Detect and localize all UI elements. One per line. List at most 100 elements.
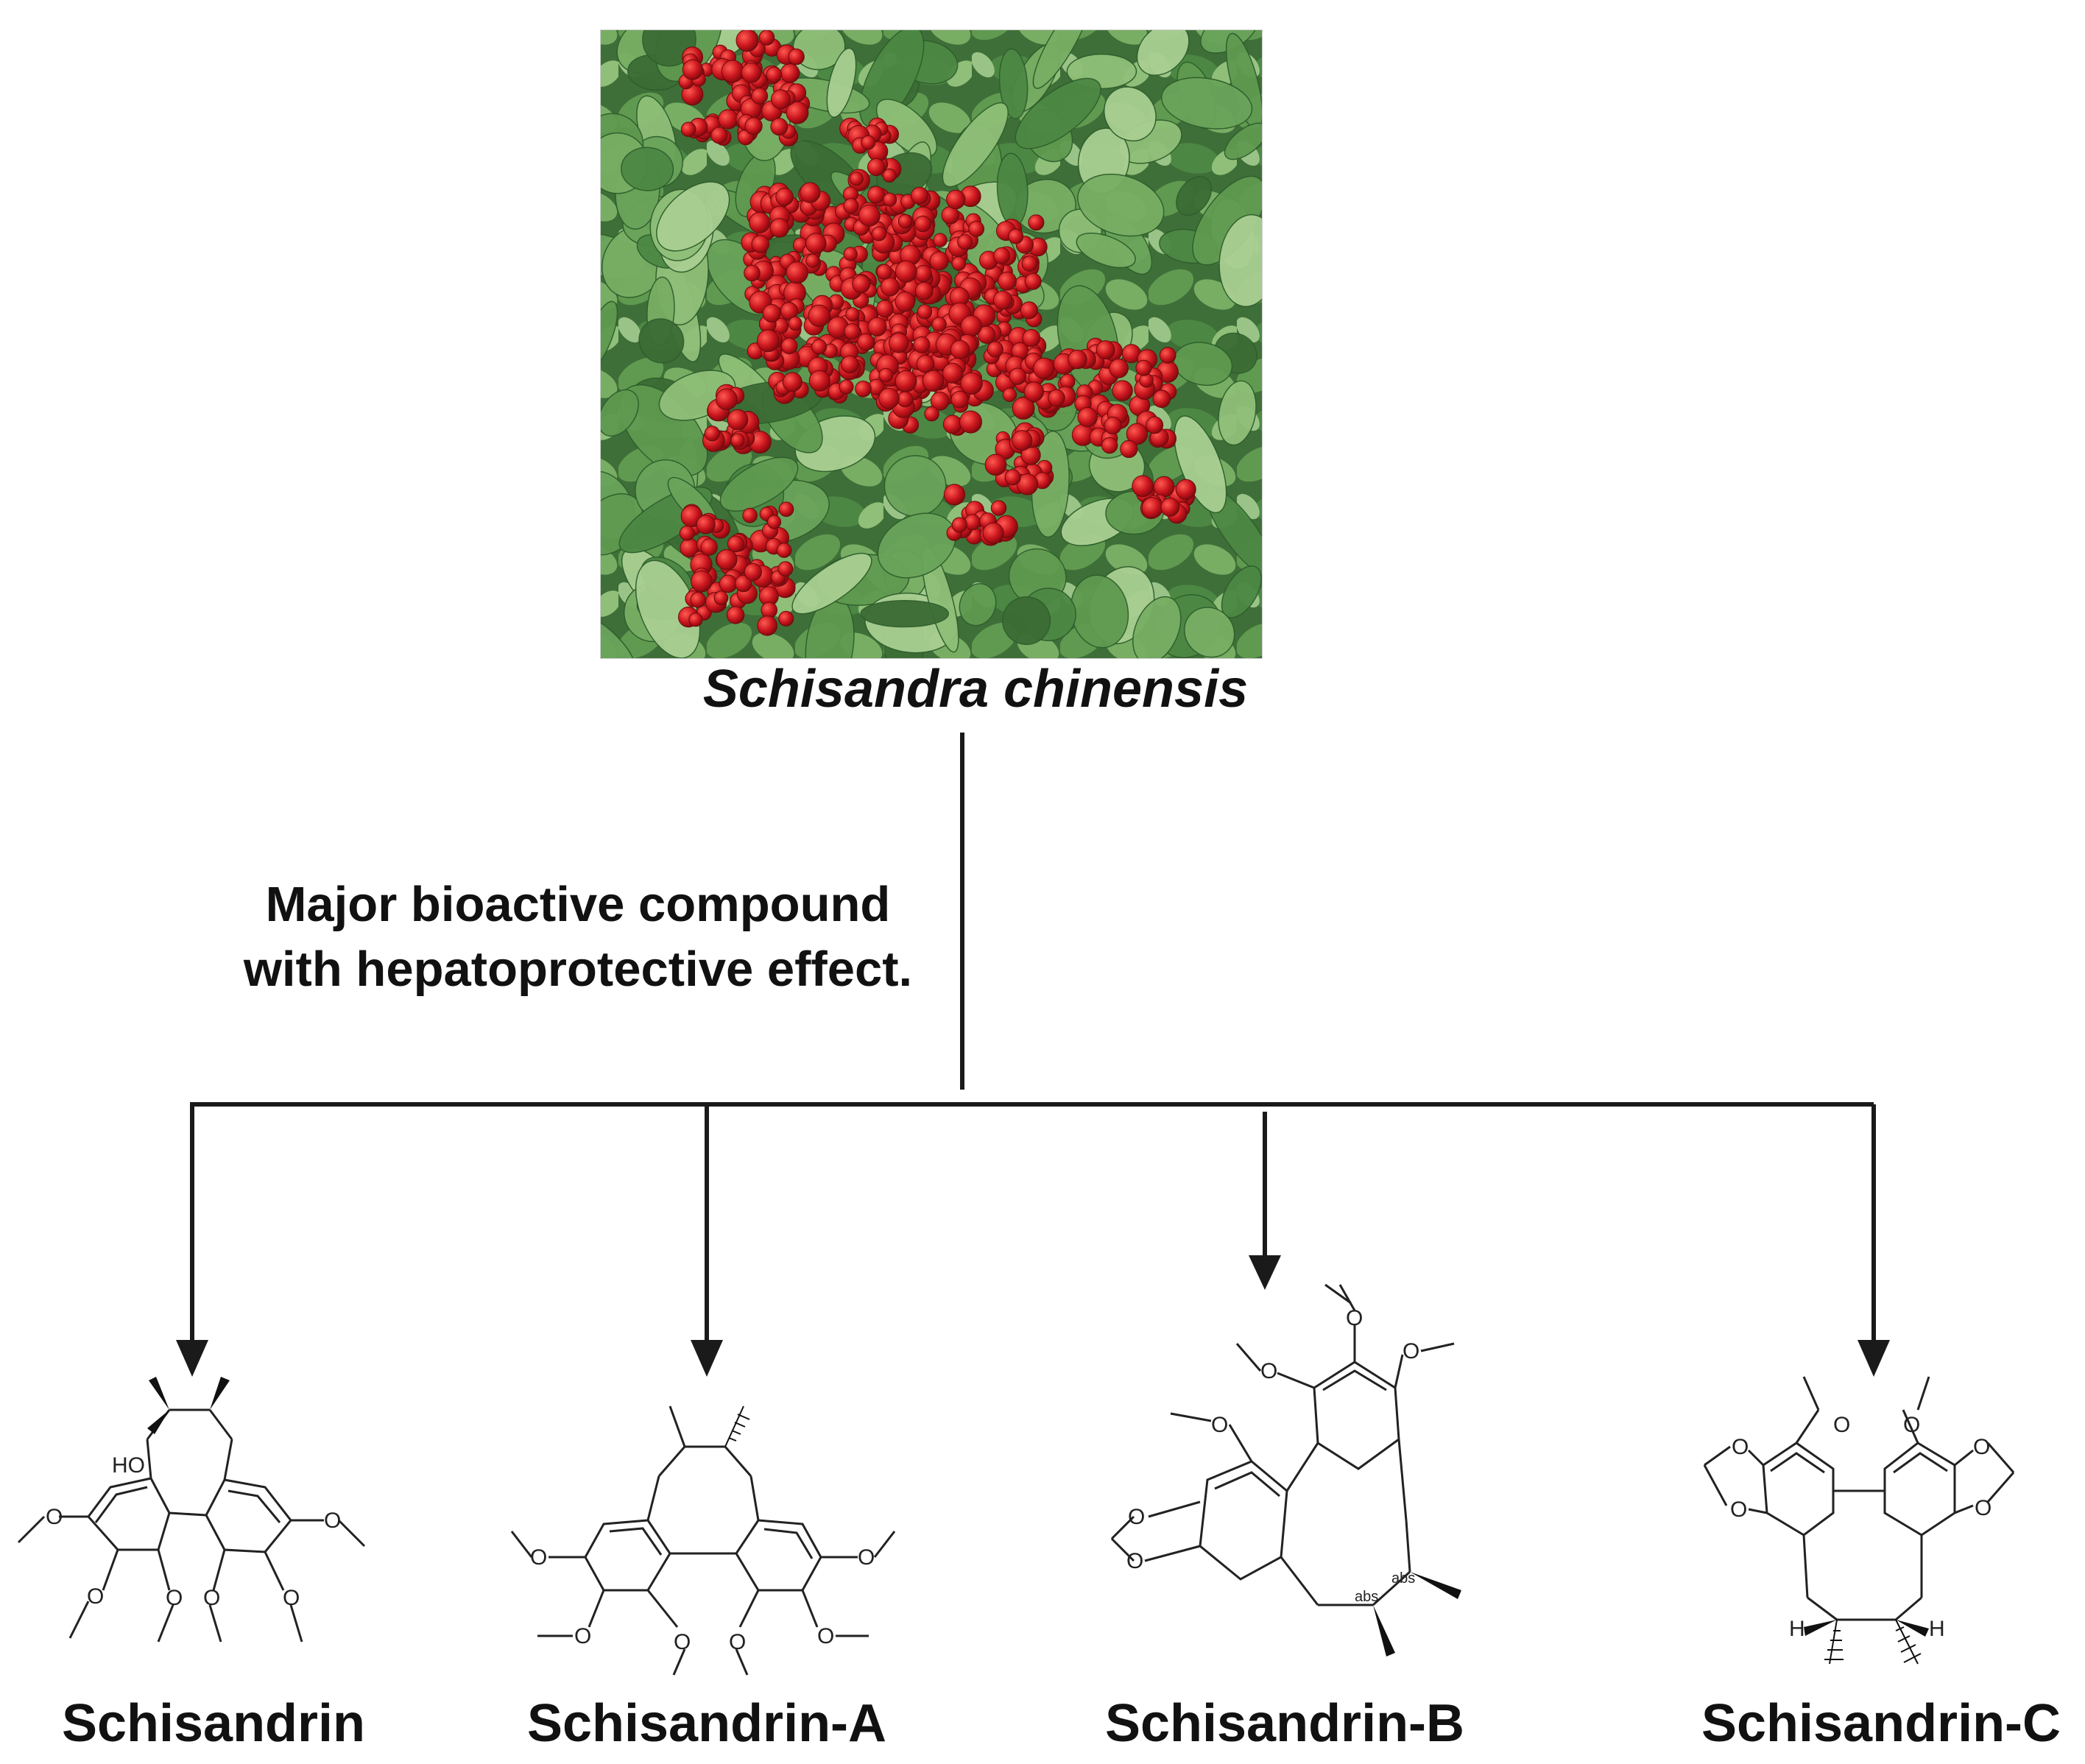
berry — [766, 66, 783, 83]
berry — [679, 525, 695, 541]
berry — [1077, 407, 1098, 428]
berry — [1109, 359, 1129, 378]
stereo-label: abs — [1391, 1570, 1415, 1587]
berry — [950, 339, 970, 360]
berry — [769, 218, 790, 238]
berry — [1024, 272, 1042, 290]
leaf — [1076, 232, 1136, 269]
berry — [933, 233, 948, 247]
schisandrin-c-structure — [1703, 1376, 2015, 1621]
berry — [688, 613, 703, 627]
berry — [719, 574, 738, 593]
berry — [1020, 301, 1039, 320]
berry — [749, 211, 771, 233]
berry — [1120, 440, 1138, 459]
berry — [855, 381, 872, 398]
berry — [992, 290, 1012, 310]
berry — [943, 484, 966, 506]
berry — [990, 500, 1007, 516]
berry — [730, 433, 745, 448]
stereo-label: abs — [1355, 1589, 1378, 1605]
berry — [1159, 347, 1176, 364]
leaf — [600, 613, 637, 659]
berry — [1132, 475, 1154, 498]
oxygen-label: O — [1211, 1413, 1228, 1437]
berry — [1048, 389, 1065, 407]
berry — [721, 60, 744, 83]
berry — [758, 29, 775, 46]
leaf — [638, 318, 685, 364]
berry — [951, 256, 967, 271]
oxygen-label: O — [1975, 1496, 1991, 1520]
berry — [1021, 255, 1038, 272]
berry — [716, 548, 738, 571]
oxygen-label: O — [1732, 1435, 1749, 1459]
berry — [1135, 359, 1152, 376]
berry — [780, 302, 799, 320]
leaf — [791, 552, 872, 615]
connector-lines — [190, 733, 1874, 1107]
leaf — [826, 47, 857, 118]
berry — [993, 247, 1011, 264]
berry — [744, 562, 762, 582]
berry — [680, 121, 696, 137]
leaf — [859, 29, 925, 128]
berry — [1141, 497, 1163, 519]
berry — [897, 214, 913, 229]
oxygen-label: O — [1128, 1505, 1145, 1529]
leaf — [1002, 596, 1051, 646]
oxygen-label: O — [817, 1624, 834, 1648]
berry — [805, 233, 827, 254]
berry — [950, 390, 969, 409]
oxygen-label: O — [1973, 1435, 1990, 1459]
oxygen-label: O — [858, 1545, 875, 1570]
schisandrin-b-structure — [1110, 1283, 1455, 1606]
compound-name-schisandrin: Schisandrin — [61, 1694, 366, 1753]
berry — [946, 189, 966, 210]
berry — [849, 172, 864, 186]
arrowhead-icon — [1858, 1340, 1890, 1377]
leaf — [1103, 86, 1157, 142]
berry — [998, 271, 1017, 291]
leaf — [942, 102, 1009, 188]
berry — [844, 323, 861, 340]
berry — [727, 535, 744, 553]
berry — [968, 221, 984, 237]
oxygen-label: O — [324, 1509, 341, 1533]
berry — [922, 370, 945, 392]
berry — [1022, 328, 1041, 347]
leaf — [1176, 176, 1213, 216]
berry — [960, 315, 982, 337]
berry — [1153, 476, 1175, 498]
berry — [751, 235, 770, 253]
leaf — [719, 456, 799, 512]
berry — [1152, 389, 1171, 409]
leaf — [1132, 596, 1182, 659]
berry — [778, 610, 794, 627]
berry — [744, 264, 761, 282]
leaf — [1174, 415, 1227, 514]
berry — [704, 426, 720, 442]
berry — [808, 304, 830, 328]
berry — [878, 367, 894, 383]
berry-shrub-photo — [600, 29, 1263, 659]
berry — [780, 337, 798, 355]
leaf — [600, 389, 639, 437]
annotation-text: Major bioactive compound with hepatoprot… — [206, 872, 950, 1002]
berry — [858, 204, 881, 227]
oxygen-label: O — [1126, 1549, 1143, 1573]
oxygen-label: O — [283, 1586, 300, 1610]
berry — [742, 507, 758, 523]
berry — [942, 362, 963, 384]
leaf — [998, 48, 1029, 119]
berry — [839, 379, 854, 395]
berry — [982, 522, 1004, 544]
leaf — [656, 181, 730, 252]
oxygen-label: O — [1730, 1497, 1747, 1522]
berry — [1016, 473, 1039, 495]
leaf — [621, 147, 674, 191]
berry — [696, 515, 716, 535]
berry — [690, 592, 706, 608]
berry — [800, 182, 821, 203]
schisandrin-c-hash-bonds — [1824, 1619, 1922, 1665]
